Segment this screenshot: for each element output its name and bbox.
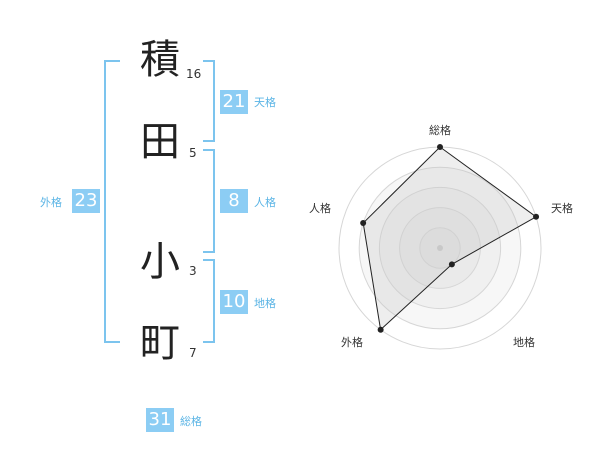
radar-axis-label-1: 総格 (429, 123, 451, 137)
stroke-count-1: 16 (186, 67, 202, 81)
chikaku-label: 地格 (254, 297, 276, 310)
chikaku-value-badge: 10 (220, 290, 248, 314)
tenkaku-bracket (203, 60, 215, 142)
radar-area (362, 146, 538, 331)
soukaku-label: 総格 (180, 415, 202, 428)
stroke-count-3: 3 (189, 264, 197, 278)
radar-axis-label-4: 外格 (341, 335, 363, 349)
radar-axis-label-5: 人格 (309, 201, 331, 215)
gaikaku-label: 外格 (40, 196, 62, 209)
radar-axis-label-3: 地格 (513, 335, 535, 349)
tenkaku-label: 天格 (254, 96, 276, 109)
radar-point-1 (437, 144, 443, 150)
gaikaku-bracket (104, 60, 120, 343)
radar-axis-label-2: 天格 (551, 201, 573, 215)
radar-center-dot (437, 245, 443, 251)
name-char-1: 積 (140, 37, 180, 83)
name-char-3: 小 (140, 239, 180, 285)
gaikaku-value-badge: 23 (72, 189, 100, 213)
jinkaku-value-badge: 8 (220, 189, 248, 213)
stroke-count-4: 7 (189, 346, 197, 360)
tenkaku-value-badge: 21 (220, 90, 248, 114)
radar-point-3 (448, 261, 455, 268)
jinkaku-bracket (203, 149, 215, 253)
radar-point-5 (360, 220, 367, 227)
radar-point-4 (377, 326, 384, 333)
name-char-2: 田 (140, 119, 180, 165)
radar-point-2 (533, 213, 540, 220)
name-char-4: 町 (140, 320, 180, 366)
jinkaku-label: 人格 (254, 196, 276, 209)
stroke-count-2: 5 (189, 146, 197, 160)
chikaku-bracket (203, 259, 215, 343)
soukaku-value-badge: 31 (146, 408, 174, 432)
